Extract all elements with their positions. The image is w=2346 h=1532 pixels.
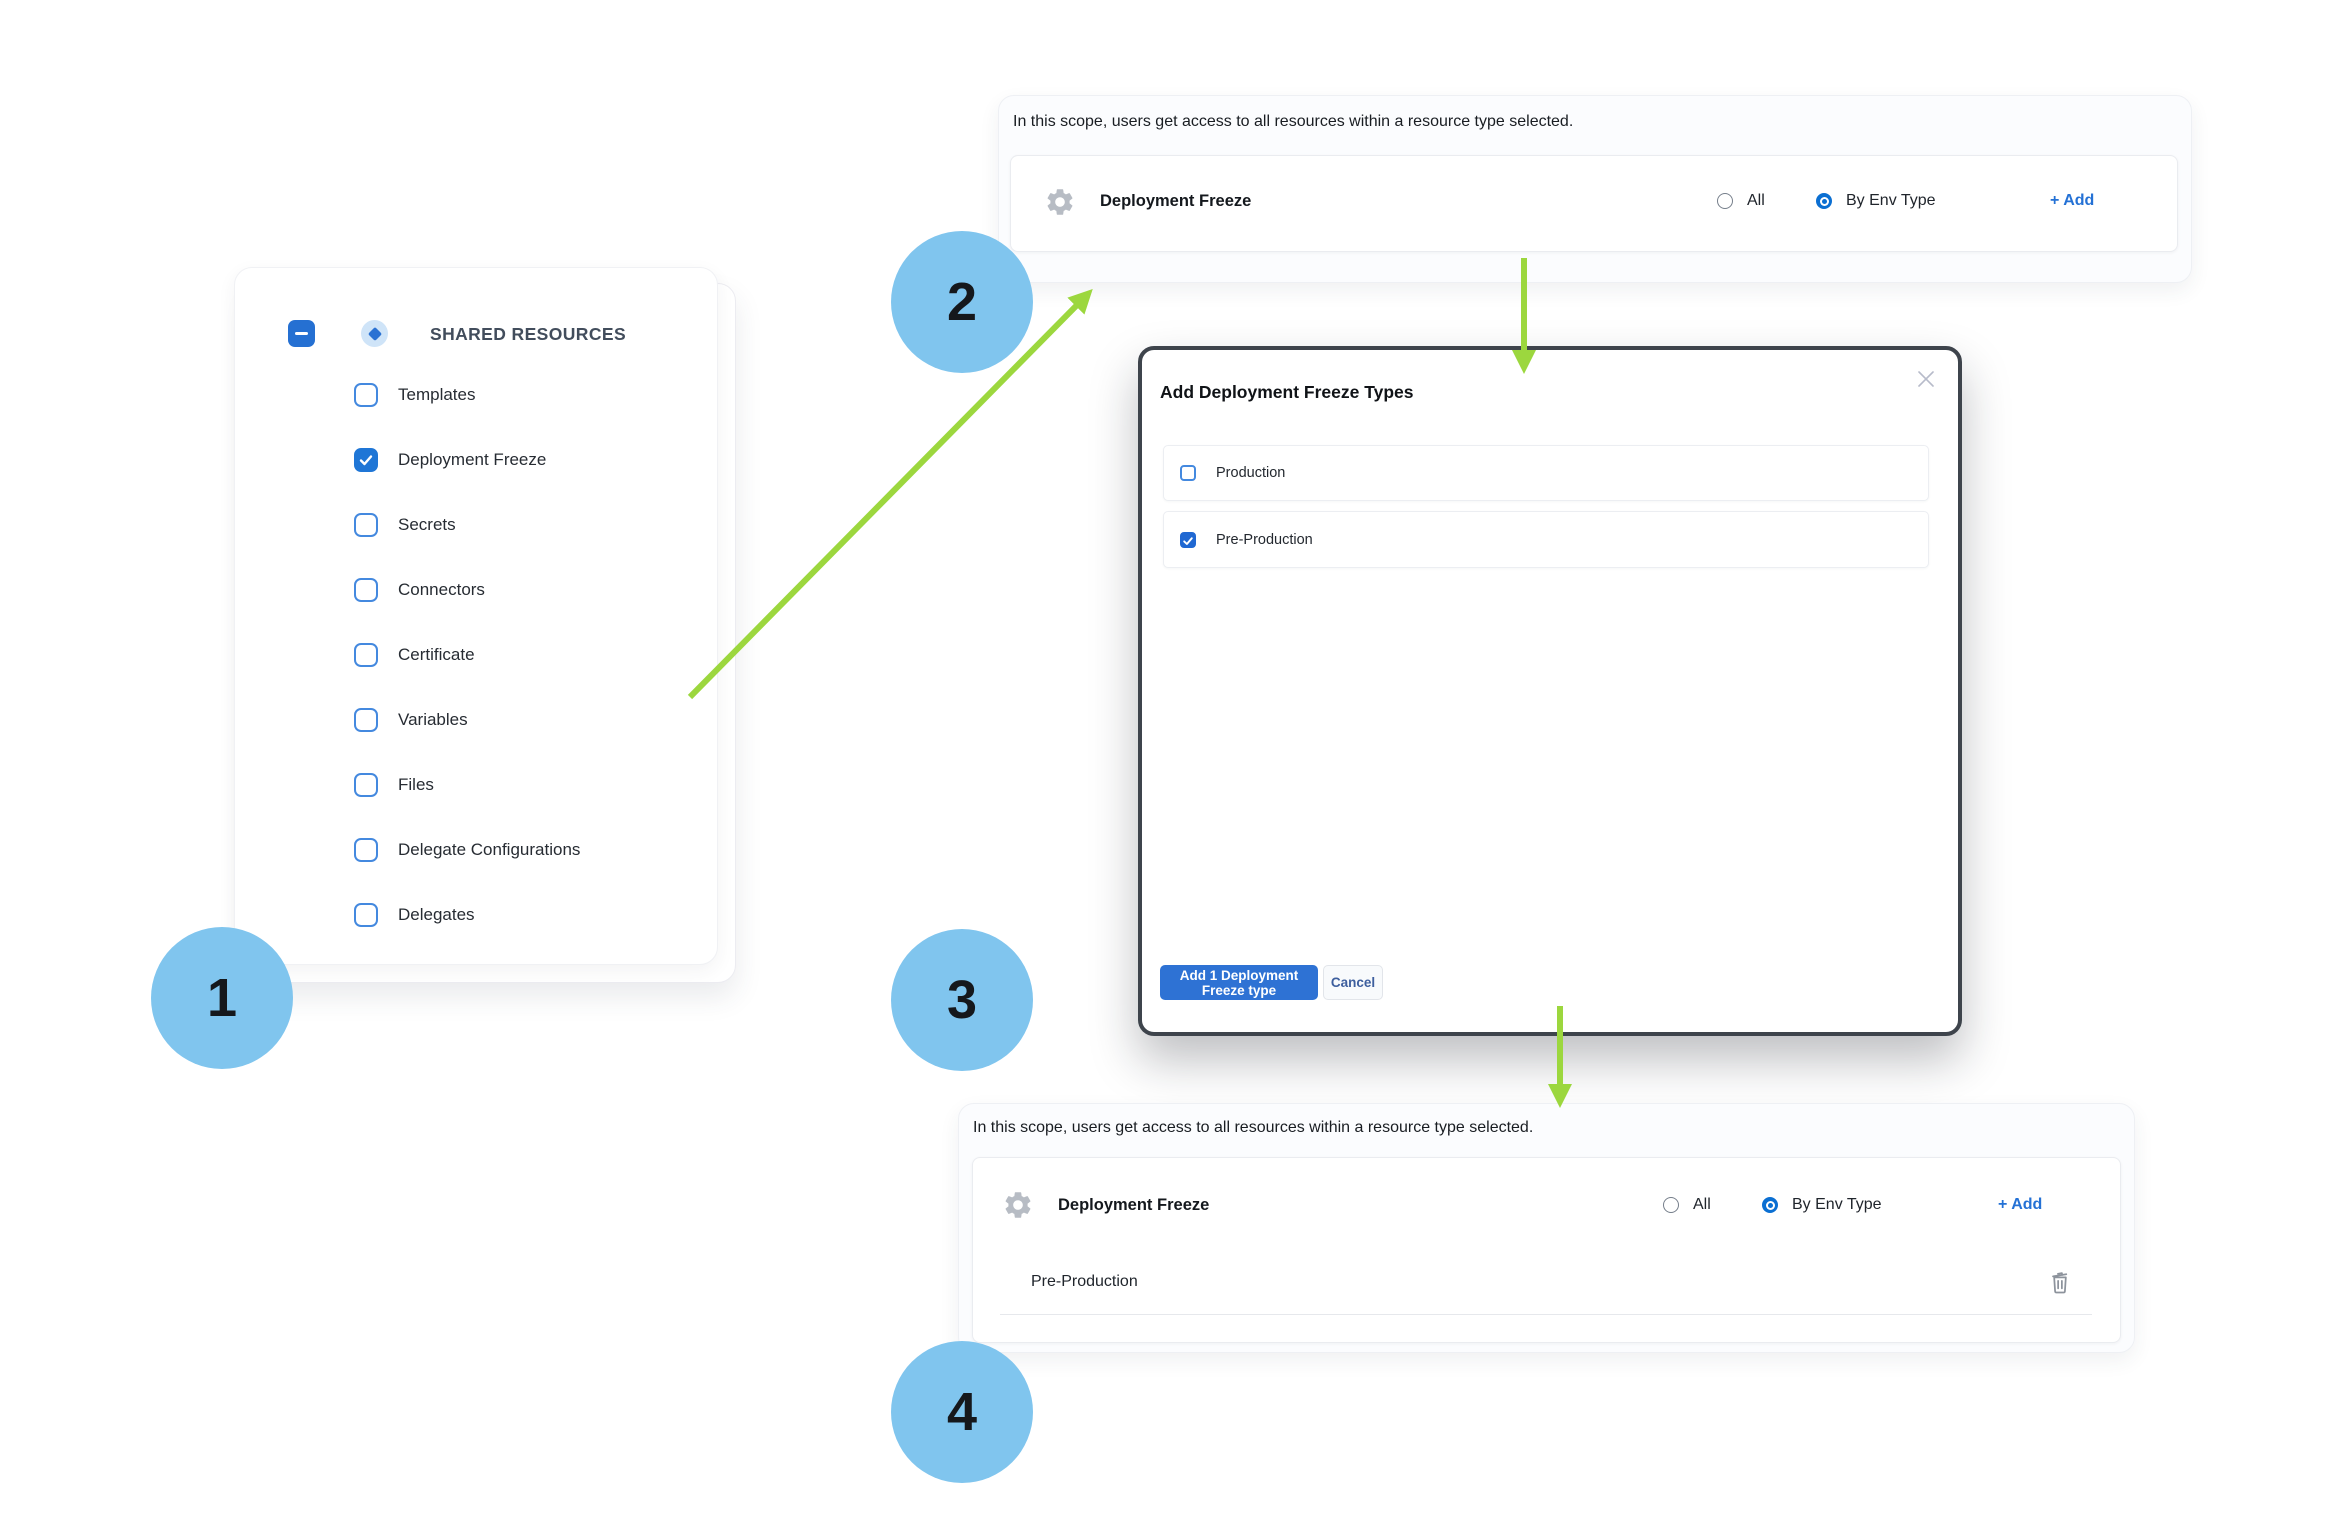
add-deployment-freeze-type-button[interactable]: Add 1 Deployment Freeze type <box>1160 965 1318 1000</box>
checkbox-certificate[interactable] <box>354 643 378 667</box>
bottom-radio-by-env-type[interactable] <box>1762 1197 1778 1213</box>
label-delegate-configurations: Delegate Configurations <box>398 840 581 859</box>
bottom-radio-by-env-type-label[interactable]: By Env Type <box>1792 1196 1882 1213</box>
top-radio-all-label[interactable]: All <box>1747 192 1765 209</box>
checkbox-delegate-configurations[interactable] <box>354 838 378 862</box>
modal-checkbox-pre-production[interactable] <box>1180 532 1196 548</box>
modal-label-pre-production: Pre-Production <box>1216 532 1313 548</box>
gear-icon <box>1002 1189 1034 1221</box>
check-icon <box>359 455 373 466</box>
minus-icon <box>295 332 308 335</box>
gear-icon <box>1044 186 1076 218</box>
bottom-resource-card <box>972 1157 2121 1343</box>
label-secrets: Secrets <box>398 515 456 534</box>
label-deployment-freeze: Deployment Freeze <box>398 450 547 469</box>
collapse-minus-checkbox[interactable] <box>288 320 315 347</box>
top-radio-all[interactable] <box>1717 193 1733 209</box>
top-resource-card <box>1010 155 2178 252</box>
close-icon[interactable] <box>1915 368 1937 390</box>
checkbox-files[interactable] <box>354 773 378 797</box>
step-badge-4: 4 <box>891 1341 1033 1483</box>
arrow-panel-to-top <box>687 289 1093 700</box>
label-files: Files <box>398 775 434 794</box>
trash-icon[interactable] <box>2046 1268 2074 1296</box>
label-certificate: Certificate <box>398 645 475 664</box>
selected-env-type: Pre-Production <box>1031 1273 1138 1290</box>
modal-title: Add Deployment Freeze Types <box>1160 382 1414 402</box>
checkbox-templates[interactable] <box>354 383 378 407</box>
checkbox-connectors[interactable] <box>354 578 378 602</box>
top-add-link[interactable]: + Add <box>2050 192 2095 209</box>
radio-ring <box>1819 196 1829 206</box>
modal-row-production <box>1163 445 1929 501</box>
top-scope-description: In this scope, users get access to all r… <box>1013 113 1574 130</box>
label-templates: Templates <box>398 385 476 404</box>
checkbox-delegates[interactable] <box>354 903 378 927</box>
top-radio-by-env-type-label[interactable]: By Env Type <box>1846 192 1936 209</box>
bottom-radio-all[interactable] <box>1663 1197 1679 1213</box>
bottom-scope-description: In this scope, users get access to all r… <box>973 1119 1534 1136</box>
shared-resources-title: SHARED RESOURCES <box>430 324 627 344</box>
bottom-resource-label: Deployment Freeze <box>1058 1196 1210 1214</box>
step-badge-3: 3 <box>891 929 1033 1071</box>
check-icon <box>1183 537 1193 545</box>
step-badge-1: 1 <box>151 927 293 1069</box>
top-radio-by-env-type[interactable] <box>1816 193 1832 209</box>
checkbox-variables[interactable] <box>354 708 378 732</box>
top-resource-label: Deployment Freeze <box>1100 192 1252 210</box>
label-delegates: Delegates <box>398 905 475 924</box>
bottom-radio-all-label[interactable]: All <box>1693 1196 1711 1213</box>
modal-row-pre-production <box>1163 511 1929 568</box>
shared-resources-icon <box>361 320 388 347</box>
modal-label-production: Production <box>1216 465 1286 481</box>
radio-dot <box>1821 198 1827 204</box>
row-divider <box>1000 1314 2092 1315</box>
radio-ring <box>1765 1200 1775 1210</box>
checkbox-deployment-freeze[interactable] <box>354 448 378 472</box>
diamond-icon <box>367 326 382 341</box>
label-connectors: Connectors <box>398 580 485 599</box>
bottom-add-link[interactable]: + Add <box>1998 1196 2043 1213</box>
step-badge-2: 2 <box>891 231 1033 373</box>
checkbox-secrets[interactable] <box>354 513 378 537</box>
radio-dot <box>1767 1202 1773 1208</box>
shared-resources-panel <box>234 267 718 965</box>
label-variables: Variables <box>398 710 468 729</box>
cancel-button[interactable]: Cancel <box>1323 965 1383 1000</box>
modal-checkbox-production[interactable] <box>1180 465 1196 481</box>
